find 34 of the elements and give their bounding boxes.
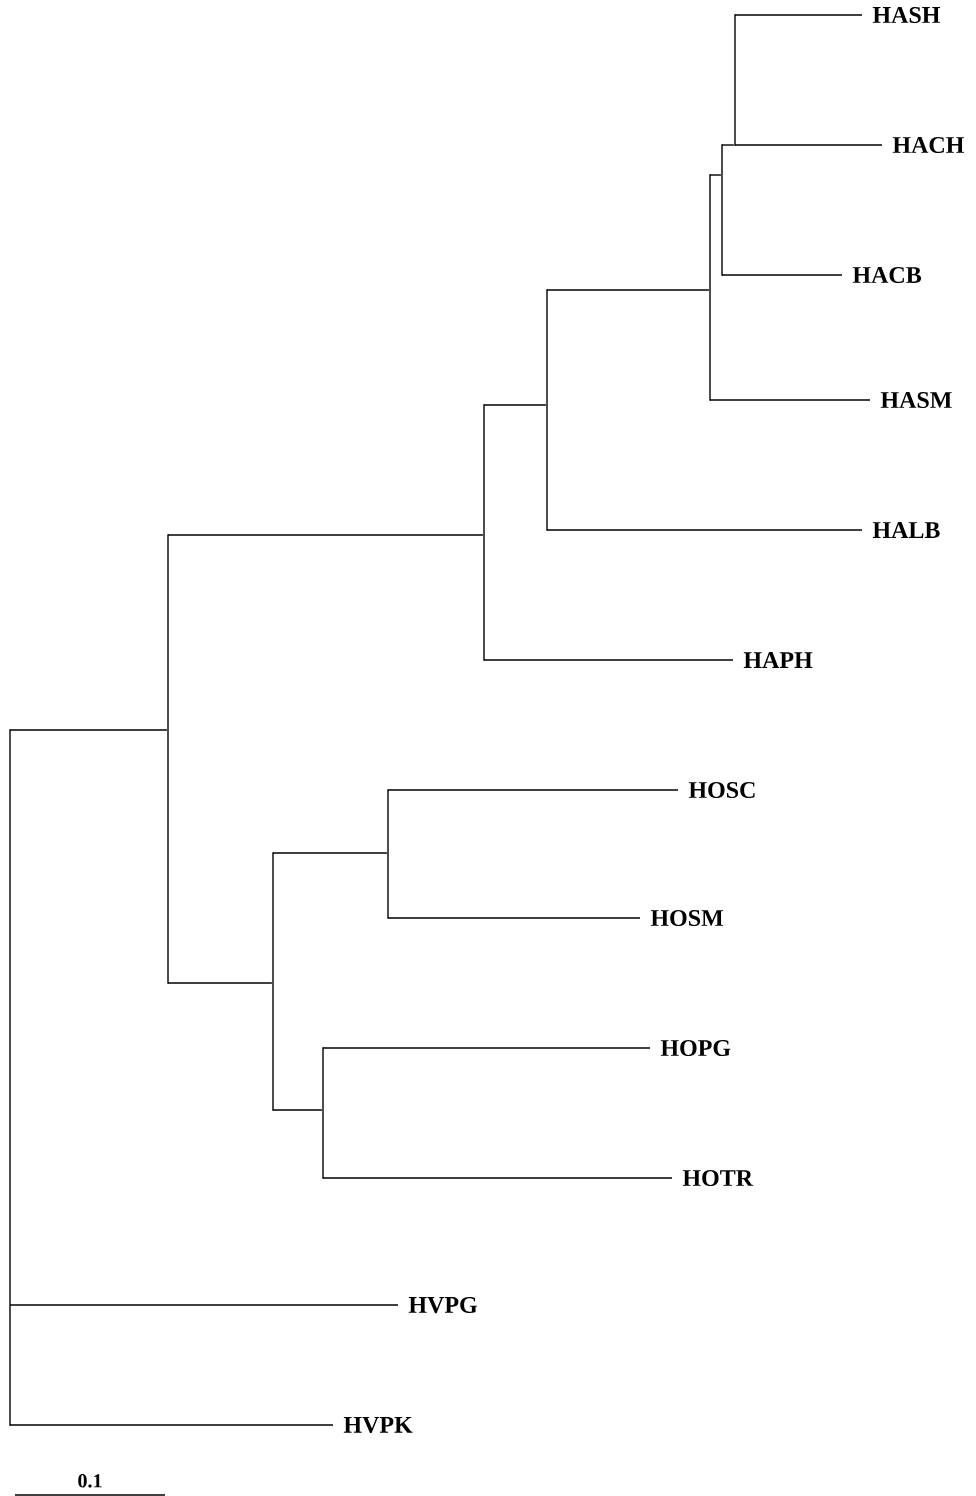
tree-branch [721,144,735,146]
taxon-label: HOSC [688,781,755,799]
taxon-label: HALB [872,522,940,538]
tree-branch [167,534,484,536]
tree-branch [483,659,734,661]
tree-branch [734,144,883,146]
taxon-label: HACH [892,136,964,154]
taxon-label: HACB [852,266,922,284]
tree-branch [387,917,641,919]
taxon-label: HOTR [682,1169,754,1187]
tree-branch [546,289,710,291]
tree-branch [9,1304,399,1306]
taxon-label: HOSM [650,909,724,927]
taxon-label: HOPG [660,1039,731,1057]
taxon-label: HASH [872,6,940,24]
taxon-label: HASM [880,391,952,409]
tree-branch [709,399,871,401]
tree-branch [734,14,863,16]
tree-branch [272,1109,323,1111]
tree-branch [167,982,273,984]
taxon-label: HVPK [343,1417,413,1434]
taxon-label: HVPG [408,1296,478,1314]
tree-branch [721,274,843,276]
tree-branch [272,852,388,854]
tree-branch [483,404,547,406]
tree-branch [709,174,722,176]
tree-branch [322,1177,673,1179]
tree-branch [9,729,168,731]
tree-branch [387,789,679,791]
tree-branch [9,1424,334,1426]
scale-label: 0.1 [78,1474,102,1488]
taxon-label: HAPH [743,652,813,668]
tree-branch [322,1047,651,1049]
tree-branch [546,529,863,531]
